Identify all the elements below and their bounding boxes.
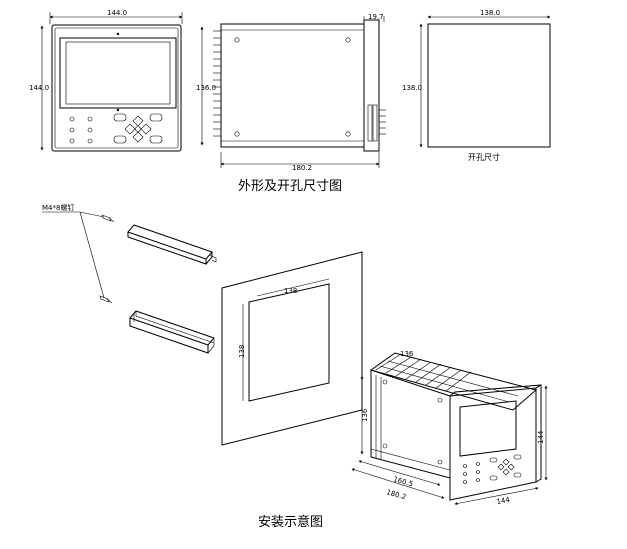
cutout-height-label: 138.0 bbox=[402, 84, 422, 92]
device-depth-label: 180.2 bbox=[385, 488, 406, 501]
panel-width-label: 138 bbox=[284, 287, 297, 295]
front-led-column bbox=[69, 116, 93, 144]
installed-device: 136 136 144 160.5 180.2 144 bbox=[351, 350, 548, 506]
side-fins bbox=[213, 30, 221, 137]
front-screen-frame bbox=[59, 37, 177, 109]
device-depth-inner-label: 160.5 bbox=[392, 475, 413, 488]
mounting-panel: 138 138 bbox=[221, 251, 363, 446]
install-caption: 安装示意图 bbox=[258, 514, 323, 530]
screw-top-icon bbox=[101, 214, 115, 223]
front-width-label: 144.0 bbox=[107, 9, 127, 17]
front-view: 144.0 144.0 bbox=[29, 9, 183, 152]
panel-cutout bbox=[248, 283, 330, 402]
front-keypad bbox=[113, 113, 163, 144]
device-screen bbox=[459, 400, 517, 457]
device-width-label: 144 bbox=[496, 496, 511, 506]
mounting-bracket-top bbox=[127, 224, 217, 265]
cutout-caption: 开孔尺寸 bbox=[468, 152, 500, 162]
cutout-rect bbox=[427, 23, 551, 148]
device-front-height-label: 144 bbox=[537, 430, 545, 444]
screw-bottom-icon bbox=[99, 295, 113, 304]
cutout-view: 138.0 138.0 开孔尺寸 bbox=[402, 9, 551, 162]
side-height-label: 136.0 bbox=[196, 84, 216, 92]
screw-label: M4*8螺钉 bbox=[42, 203, 74, 212]
side-view: 19.7 136.0 180.2 bbox=[196, 13, 386, 172]
device-top-fins bbox=[375, 353, 519, 403]
mounting-bracket-bottom bbox=[129, 310, 215, 354]
side-flange-label: 19.7 bbox=[368, 13, 384, 21]
outline-caption: 外形及开孔尺寸图 bbox=[238, 179, 342, 194]
device-keypad bbox=[463, 454, 522, 484]
device-height-label: 136 bbox=[361, 408, 369, 422]
panel-height-label: 138 bbox=[238, 345, 246, 358]
install-diagram: M4*8螺钉 bbox=[42, 203, 548, 506]
side-depth-label: 180.2 bbox=[292, 164, 312, 172]
cutout-width-label: 138.0 bbox=[480, 9, 500, 17]
side-terminals bbox=[367, 104, 386, 142]
side-body bbox=[220, 23, 365, 148]
front-bezel bbox=[51, 24, 182, 152]
device-top-label: 136 bbox=[400, 350, 414, 358]
side-flange bbox=[363, 19, 380, 152]
front-screen bbox=[65, 41, 171, 105]
front-height-label: 144.0 bbox=[29, 84, 49, 92]
